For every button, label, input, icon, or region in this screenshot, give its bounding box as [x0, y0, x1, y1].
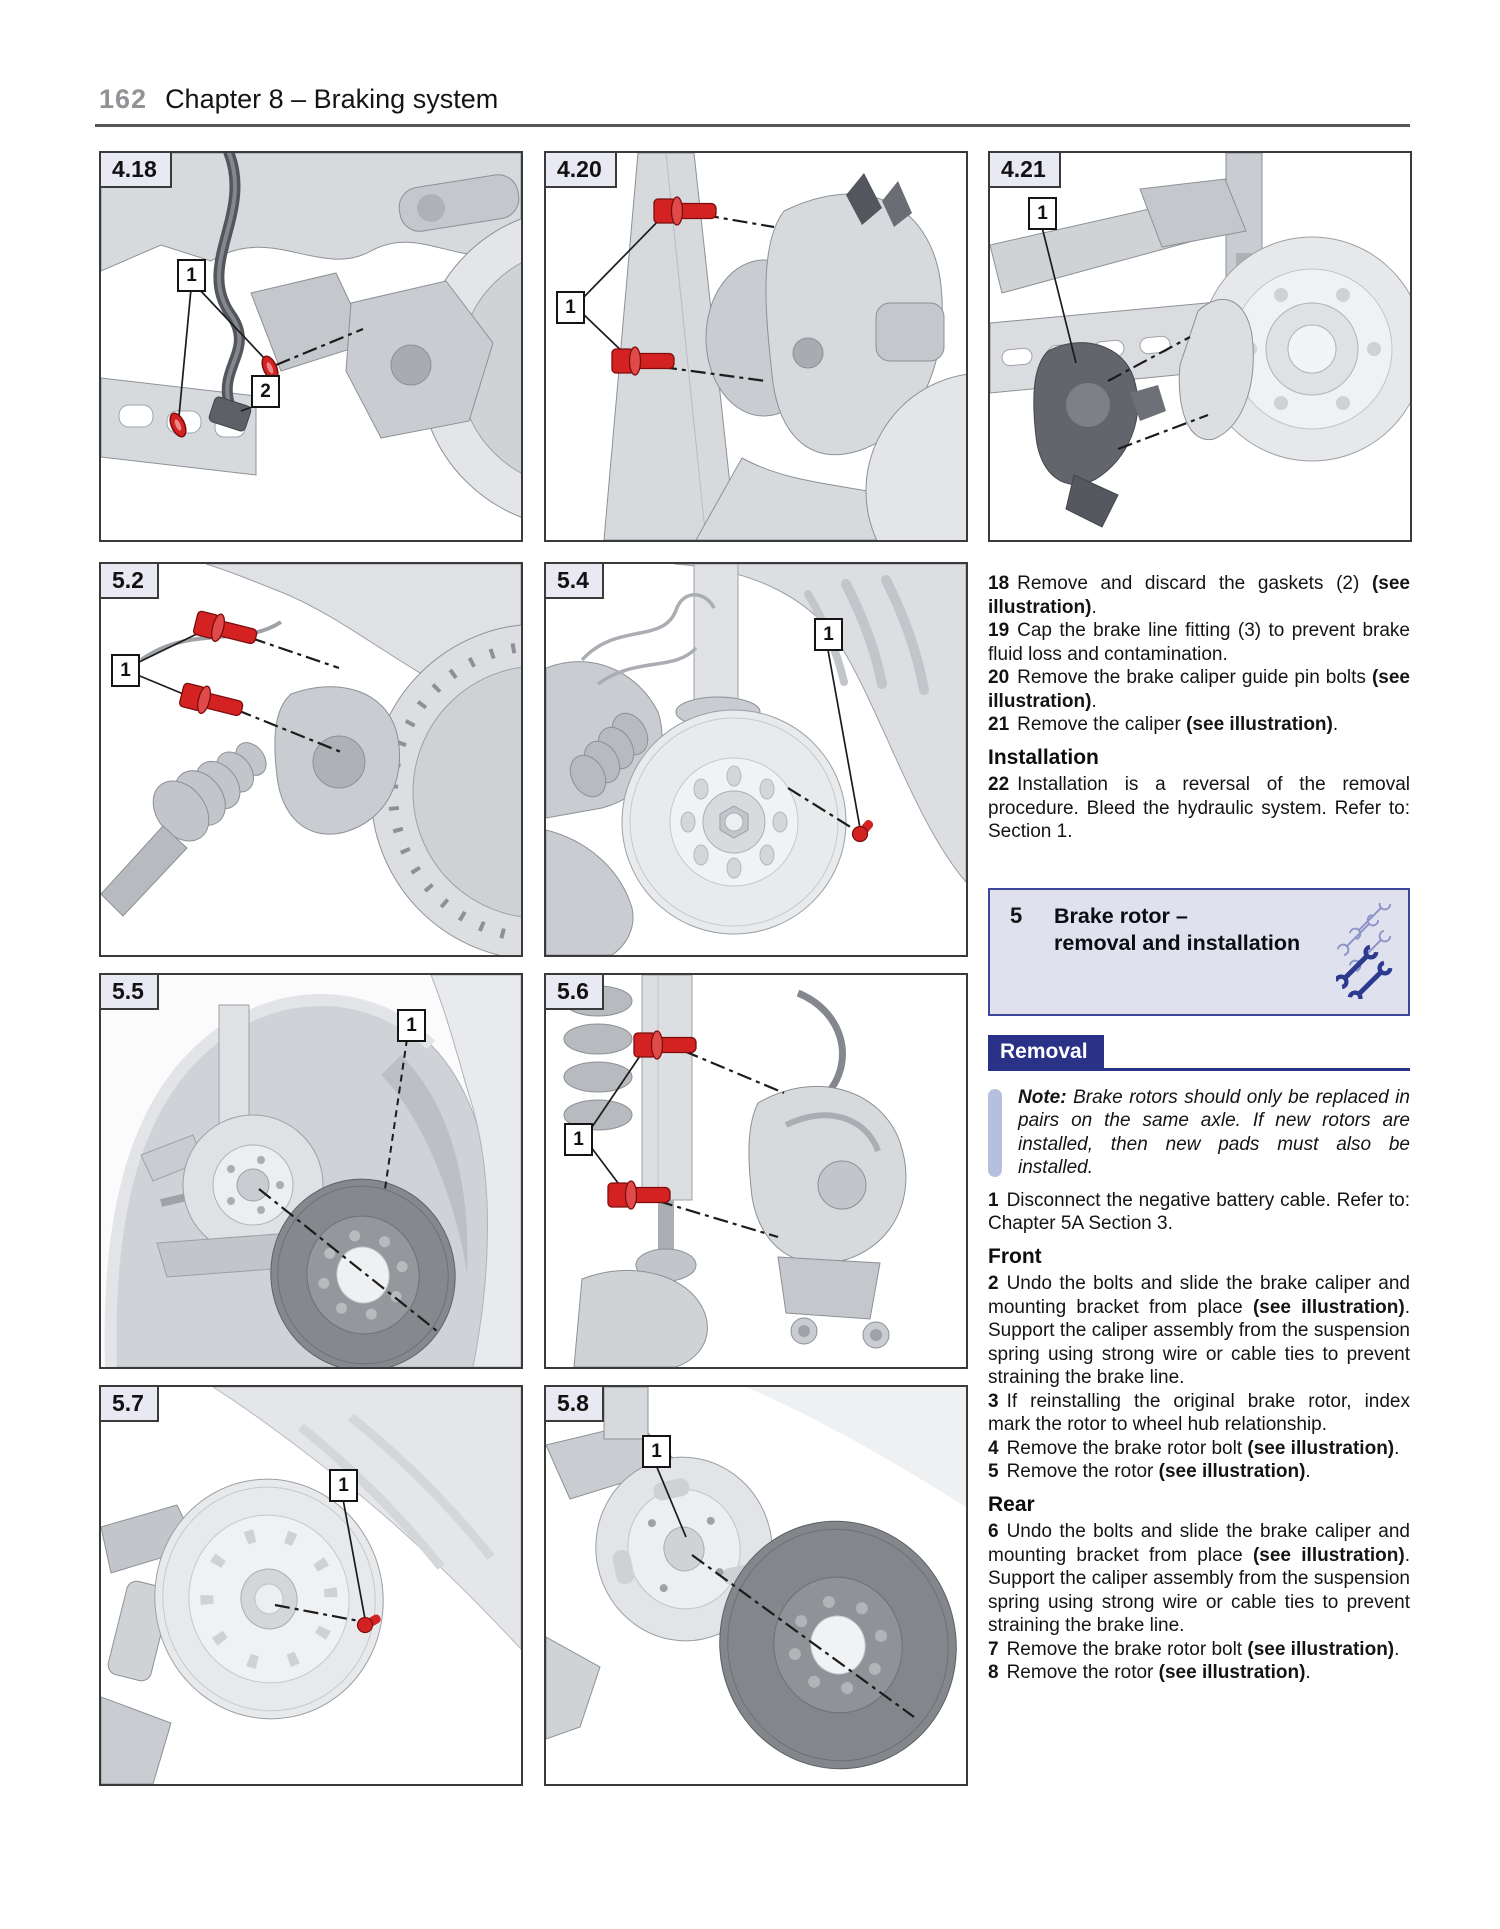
callout-1: 1 — [111, 654, 140, 687]
wrench-icon — [1336, 902, 1394, 999]
illustration-rear-rotor-removal — [546, 1387, 966, 1770]
section-title: Brake rotor – removal and installation — [1054, 903, 1301, 955]
figure-label: 4.21 — [988, 151, 1061, 188]
figure-label: 5.8 — [544, 1385, 604, 1422]
figure-label: 4.20 — [544, 151, 617, 188]
header-rule — [95, 124, 1410, 127]
callout-1: 1 — [564, 1123, 593, 1156]
figure-4-21: 4.21 1 — [988, 151, 1412, 542]
callout-1: 1 — [177, 259, 206, 292]
callout-1: 1 — [556, 291, 585, 324]
figure-label: 5.4 — [544, 562, 604, 599]
figure-5-5: 5.5 1 — [99, 973, 523, 1369]
page-number: 162 — [99, 84, 148, 114]
note-bar — [988, 1088, 1002, 1177]
page-header: 162 Chapter 8 – Braking system — [99, 84, 498, 115]
callout-1: 1 — [814, 618, 843, 651]
sub-heading: Rear — [988, 1492, 1035, 1516]
illustration-brake-hose-gaskets — [101, 153, 521, 518]
note-block: Note: Brake rotors should only be replac… — [988, 1086, 1410, 1180]
illustration-front-rotor-removal — [101, 975, 521, 1367]
figure-4-20: 4.20 1 — [544, 151, 968, 542]
figure-label: 5.5 — [99, 973, 159, 1010]
figure-label: 5.2 — [99, 562, 159, 599]
illustration-front-rotor-bolt — [546, 564, 966, 955]
figure-5-7: 5.7 1 — [99, 1385, 523, 1786]
section-number: 5 — [1010, 902, 1023, 928]
note-text: Brake rotors should only be replaced in … — [1018, 1086, 1410, 1179]
callout-1: 1 — [642, 1435, 671, 1468]
section-heading-box: 5 Brake rotor – removal and installation — [988, 887, 1410, 1016]
figure-label: 5.7 — [99, 1385, 159, 1422]
figure-5-2: 5.2 1 — [99, 562, 523, 957]
note-label: Note: — [1018, 1086, 1067, 1108]
illustration-rear-rotor-bolt — [101, 1387, 521, 1784]
sub-heading: Front — [988, 1244, 1042, 1268]
removal-heading-banner: Removal — [988, 1034, 1410, 1071]
illustration-caliper-guide-pins — [579, 153, 966, 540]
figure-5-6: 5.6 1 — [544, 973, 968, 1369]
figure-label: 4.18 — [99, 151, 172, 188]
figure-5-4: 5.4 1 — [544, 562, 968, 957]
figure-label: 5.6 — [544, 973, 604, 1010]
callout-1: 1 — [329, 1469, 358, 1502]
chapter-title: Chapter 8 – Braking system — [165, 84, 499, 114]
illustration-front-caliper-bracket-bolts — [101, 564, 521, 955]
callout-1: 1 — [1028, 197, 1057, 230]
sub-heading: Installation — [988, 745, 1099, 769]
callout-1: 1 — [397, 1009, 426, 1042]
removal-heading: Removal — [988, 1034, 1104, 1068]
illustration-rear-caliper-bracket-bolts — [563, 975, 907, 1367]
illustration-caliper-removal — [990, 153, 1410, 528]
figure-4-18: 4.18 1 2 — [99, 151, 523, 542]
callout-2: 2 — [251, 375, 280, 408]
figure-5-8: 5.8 1 — [544, 1385, 968, 1786]
